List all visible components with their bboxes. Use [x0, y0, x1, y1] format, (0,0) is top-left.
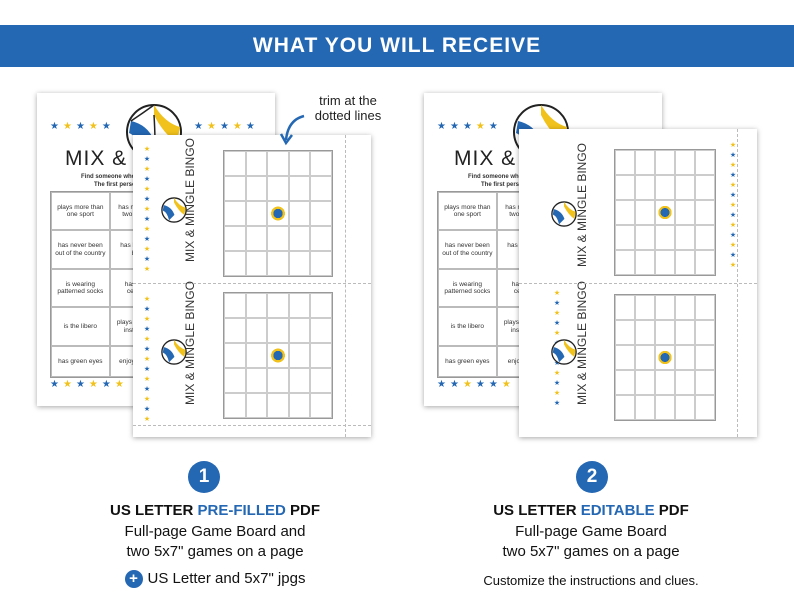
star-row-bottom: ★★★★★★	[50, 379, 128, 390]
trim-line	[133, 425, 371, 426]
grid-cell: plays more than one sport	[51, 192, 110, 231]
mini-bingo-grid	[223, 292, 333, 419]
trim-line	[737, 129, 738, 437]
volleyball-icon	[161, 197, 187, 223]
option-1-line2: two 5x7" games on a page	[126, 543, 304, 560]
header-banner: WHAT YOU WILL RECEIVE	[0, 25, 794, 67]
grid-cell: has never been out of the country	[51, 230, 110, 269]
two-5x7-games-prefilled: ★★★★★★★★★★★★★ ★★★★★★★★★★★★★ MIX & MINGLE…	[133, 135, 371, 437]
plus-icon: +	[124, 570, 143, 589]
grid-cell: is the libero	[51, 307, 110, 346]
mini-title: MIX & MINGLE BINGO	[183, 137, 197, 262]
banner-title: WHAT YOU WILL RECEIVE	[252, 34, 542, 57]
trim-line	[133, 283, 371, 284]
board-subtitle-1: Find someone who match	[468, 174, 542, 180]
mini-title: MIX & MINGLE BINGO	[575, 280, 589, 405]
option-2-label: US LETTER EDITABLE PDF Full-page Game Bo…	[434, 502, 748, 591]
grid-cell: has never been out of the country	[438, 230, 497, 269]
star-column-2: ★★★★★★★★★★★★★	[143, 296, 151, 423]
arrow-icon	[280, 114, 305, 146]
mini-bingo-grid	[223, 150, 333, 277]
option-1-heading: US LETTER PRE-FILLED PDF	[109, 502, 321, 519]
star-row-bottom: ★★★★★★	[437, 379, 515, 390]
volleyball-icon	[161, 339, 187, 365]
grid-cell: has green eyes	[51, 345, 110, 377]
option-2-heading: US LETTER EDITABLE PDF	[493, 502, 689, 519]
two-5x7-games-editable: ★★★★★★★★★★★★★ ★★★★★★★★★★★★ MIX & MINGLE …	[519, 129, 757, 437]
option-1-extra: +US Letter and 5x7" jpgs	[60, 569, 370, 589]
mini-title: MIX & MINGLE BINGO	[183, 280, 197, 405]
board-subtitle-2: The first person to	[481, 182, 534, 188]
star-column: ★★★★★★★★★★★★★	[729, 142, 737, 269]
star-row-top: ★★★★★	[50, 121, 115, 132]
trim-annotation: trim at the dotted lines	[314, 93, 382, 123]
option-2-extra: Customize the instructions and clues.	[483, 573, 699, 588]
grid-cell: has green eyes	[438, 345, 497, 377]
grid-cell: plays more than one sport	[438, 192, 497, 231]
board-subtitle-2: The first person to	[94, 182, 147, 188]
grid-cell: is wearing patterned socks	[51, 268, 110, 308]
star-row-top: ★★★★★	[437, 121, 502, 132]
option-1-line1: Full-page Game Board and	[124, 523, 306, 540]
volleyball-icon	[551, 339, 577, 365]
mini-bingo-grid	[614, 294, 716, 421]
option-1-label: US LETTER PRE-FILLED PDF Full-page Game …	[60, 502, 370, 589]
trim-line	[519, 283, 757, 284]
grid-cell: is the libero	[438, 307, 497, 346]
volleyball-icon	[551, 201, 577, 227]
star-row-top-right: ★★★★★	[194, 121, 259, 132]
star-column: ★★★★★★★★★★★★★	[143, 146, 151, 273]
trim-line	[345, 135, 346, 437]
board-subtitle-1: Find someone who match	[81, 174, 155, 180]
mini-bingo-grid	[614, 149, 716, 276]
option-number-badge: 2	[576, 461, 608, 493]
option-number-badge: 1	[188, 461, 220, 493]
mini-title: MIX & MINGLE BINGO	[575, 142, 589, 267]
grid-cell: is wearing patterned socks	[438, 268, 497, 308]
option-2-line1: Full-page Game Board	[515, 523, 667, 540]
option-2-line2: two 5x7" games on a page	[502, 543, 680, 560]
